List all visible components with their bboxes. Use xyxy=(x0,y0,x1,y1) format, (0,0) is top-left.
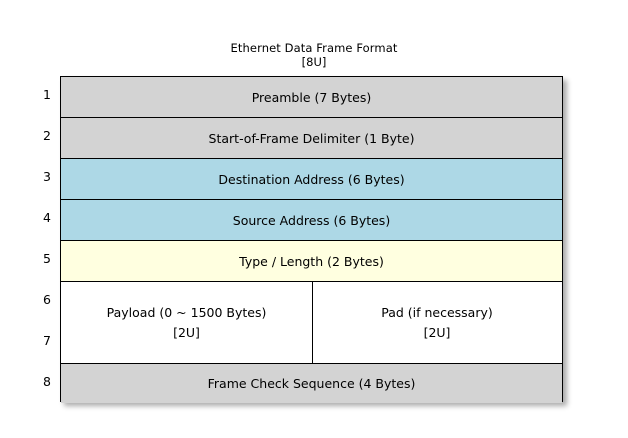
frame-field-pad: Pad (if necessary) [2U] xyxy=(313,282,561,363)
diagram-title: Ethernet Data Frame Format [8U] xyxy=(0,41,628,69)
frame-field-annotation: [2U] xyxy=(423,324,451,340)
row-index-2: 2 xyxy=(43,128,51,143)
row-index-gutter: 1 2 3 4 5 6 7 8 xyxy=(36,76,58,402)
frame-field-label: Payload (0 ~ 1500 Bytes) xyxy=(106,304,267,320)
frame-field-preamble: Preamble (7 Bytes) xyxy=(61,77,562,118)
frame-field-frame-check-sequence: Frame Check Sequence (4 Bytes) xyxy=(61,364,562,403)
row-index-4: 4 xyxy=(43,210,51,225)
row-index-5: 5 xyxy=(43,251,51,266)
frame-field-sfd: Start-of-Frame Delimiter (1 Byte) xyxy=(61,118,562,159)
row-index-7: 7 xyxy=(43,333,51,348)
frame-field-label: Start-of-Frame Delimiter (1 Byte) xyxy=(208,130,415,146)
frame-field-source-address: Source Address (6 Bytes) xyxy=(61,200,562,241)
frame-field-table: Preamble (7 Bytes) Start-of-Frame Delimi… xyxy=(60,76,563,403)
row-index-1: 1 xyxy=(43,87,51,102)
page-title-annotation: [8U] xyxy=(301,55,327,69)
frame-field-payload-pad-row: Payload (0 ~ 1500 Bytes) [2U] Pad (if ne… xyxy=(61,282,562,364)
frame-field-label: Frame Check Sequence (4 Bytes) xyxy=(207,376,416,391)
frame-field-label: Source Address (6 Bytes) xyxy=(232,212,391,228)
frame-field-type-length: Type / Length (2 Bytes) xyxy=(61,241,562,282)
frame-field-annotation: [2U] xyxy=(173,324,200,340)
frame-field-payload: Payload (0 ~ 1500 Bytes) [2U] xyxy=(61,282,313,363)
frame-field-label: Pad (if necessary) xyxy=(381,304,493,320)
frame-field-label: Destination Address (6 Bytes) xyxy=(218,171,405,187)
frame-field-label: Type / Length (2 Bytes) xyxy=(239,253,384,269)
frame-field-destination-address: Destination Address (6 Bytes) xyxy=(61,159,562,200)
row-index-3: 3 xyxy=(43,169,51,184)
row-index-6: 6 xyxy=(43,292,51,307)
page-title: Ethernet Data Frame Format xyxy=(230,41,398,55)
frame-field-label: Preamble (7 Bytes) xyxy=(251,89,372,105)
row-index-8: 8 xyxy=(43,374,51,389)
